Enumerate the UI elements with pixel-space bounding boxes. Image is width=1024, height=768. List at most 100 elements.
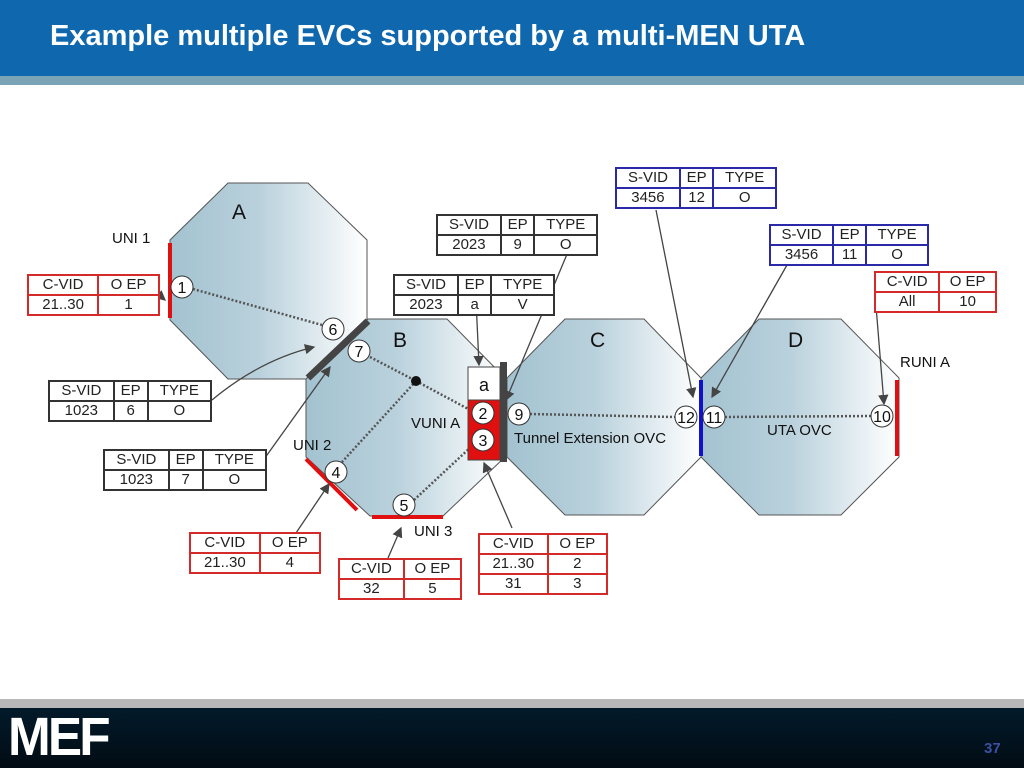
table-header-cell: EP bbox=[112, 380, 149, 402]
vuni-a-box-label: a bbox=[479, 375, 490, 395]
table-header-cell: O EP bbox=[938, 271, 997, 293]
table-header-cell: S-VID bbox=[48, 380, 115, 402]
table-header-cell: EP bbox=[499, 214, 536, 236]
endpoint-6-circle bbox=[321, 317, 345, 341]
endpoint-7-label: 7 bbox=[355, 344, 364, 361]
table-cell: 3456 bbox=[768, 244, 835, 266]
table-header-cell: TYPE bbox=[146, 380, 213, 402]
endpoint-5-label: 5 bbox=[400, 498, 409, 515]
uni3-label: UNI 3 bbox=[414, 523, 452, 540]
endpoint-9-label: 9 bbox=[515, 407, 524, 424]
table-header-cell: O EP bbox=[97, 274, 160, 296]
arrows bbox=[149, 209, 889, 559]
mef-logo: MEF bbox=[8, 707, 111, 767]
table-cell: 12 bbox=[678, 187, 715, 209]
uni1-label: UNI 1 bbox=[112, 230, 150, 247]
table-cell: 2 bbox=[546, 553, 609, 575]
table-cell: 21..30 bbox=[26, 294, 100, 316]
table-header-cell: C-VID bbox=[26, 274, 100, 296]
endpoint-3-circle bbox=[471, 428, 495, 452]
table-cell: 6 bbox=[112, 400, 149, 422]
table-header-cell: S-VID bbox=[436, 214, 502, 236]
table-cell: 21..30 bbox=[478, 553, 549, 575]
endpoint-4-circle bbox=[324, 460, 348, 484]
network-d-label: D bbox=[788, 329, 803, 352]
endpoint-1-label: 1 bbox=[178, 280, 187, 297]
table-cell: O bbox=[146, 400, 213, 422]
table-header-cell: O EP bbox=[258, 532, 322, 554]
table-header-cell: S-VID bbox=[768, 224, 835, 246]
endpoint-2-circle bbox=[471, 401, 495, 425]
endpoint-4-label: 4 bbox=[332, 465, 341, 482]
table-header-cell: S-VID bbox=[393, 274, 459, 296]
table-header-cell: S-VID bbox=[103, 449, 170, 471]
endpoint-6-label: 6 bbox=[329, 322, 338, 339]
table-header-cell: C-VID bbox=[189, 532, 261, 554]
table-header-cell: O EP bbox=[402, 558, 463, 580]
enni-bc-bar bbox=[500, 362, 507, 462]
header-bar bbox=[0, 0, 1024, 76]
endpoint-2-label: 2 bbox=[479, 406, 488, 423]
table-cell: V bbox=[490, 294, 555, 316]
table-cell: 1023 bbox=[103, 469, 170, 491]
endpoint-12-label: 12 bbox=[677, 410, 695, 427]
uta-ovc-label: UTA OVC bbox=[767, 422, 832, 439]
page-title: Example multiple EVCs supported by a mul… bbox=[50, 20, 806, 52]
table-cell: O bbox=[201, 469, 268, 491]
table-header-cell: EP bbox=[456, 274, 493, 296]
table-header-cell: TYPE bbox=[533, 214, 598, 236]
table-cell: All bbox=[873, 291, 941, 313]
table-cell: 4 bbox=[258, 552, 322, 574]
table-cell: O bbox=[865, 244, 929, 266]
tunnel-ovc-label: Tunnel Extension OVC bbox=[514, 430, 666, 447]
table-cell: 11 bbox=[832, 244, 868, 266]
network-c-label: C bbox=[590, 329, 605, 352]
runi-label: RUNI A bbox=[900, 354, 950, 371]
table-header-cell: C-VID bbox=[478, 533, 549, 555]
table-header-cell: TYPE bbox=[712, 167, 777, 189]
table-cell: 3 bbox=[546, 573, 609, 595]
junction-dot bbox=[411, 376, 421, 386]
table-cell: O bbox=[533, 234, 598, 256]
endpoint-10-circle bbox=[870, 404, 894, 428]
table-cell: 9 bbox=[499, 234, 536, 256]
table-header-cell: C-VID bbox=[338, 558, 405, 580]
footer-bar bbox=[0, 708, 1024, 768]
page-number: 37 bbox=[984, 740, 1001, 757]
table-header-cell: TYPE bbox=[490, 274, 555, 296]
evc-paths bbox=[192, 287, 872, 501]
endpoint-12-circle bbox=[674, 405, 698, 429]
table-cell: 32 bbox=[338, 578, 405, 600]
table-cell: 1 bbox=[97, 294, 160, 316]
header-divider bbox=[0, 76, 1024, 85]
table-cell: 1023 bbox=[48, 400, 115, 422]
table-cell: 21..30 bbox=[189, 552, 261, 574]
endpoint-11-label: 11 bbox=[706, 410, 723, 427]
endpoint-5-circle bbox=[392, 493, 416, 517]
uni2-line bbox=[304, 457, 359, 512]
